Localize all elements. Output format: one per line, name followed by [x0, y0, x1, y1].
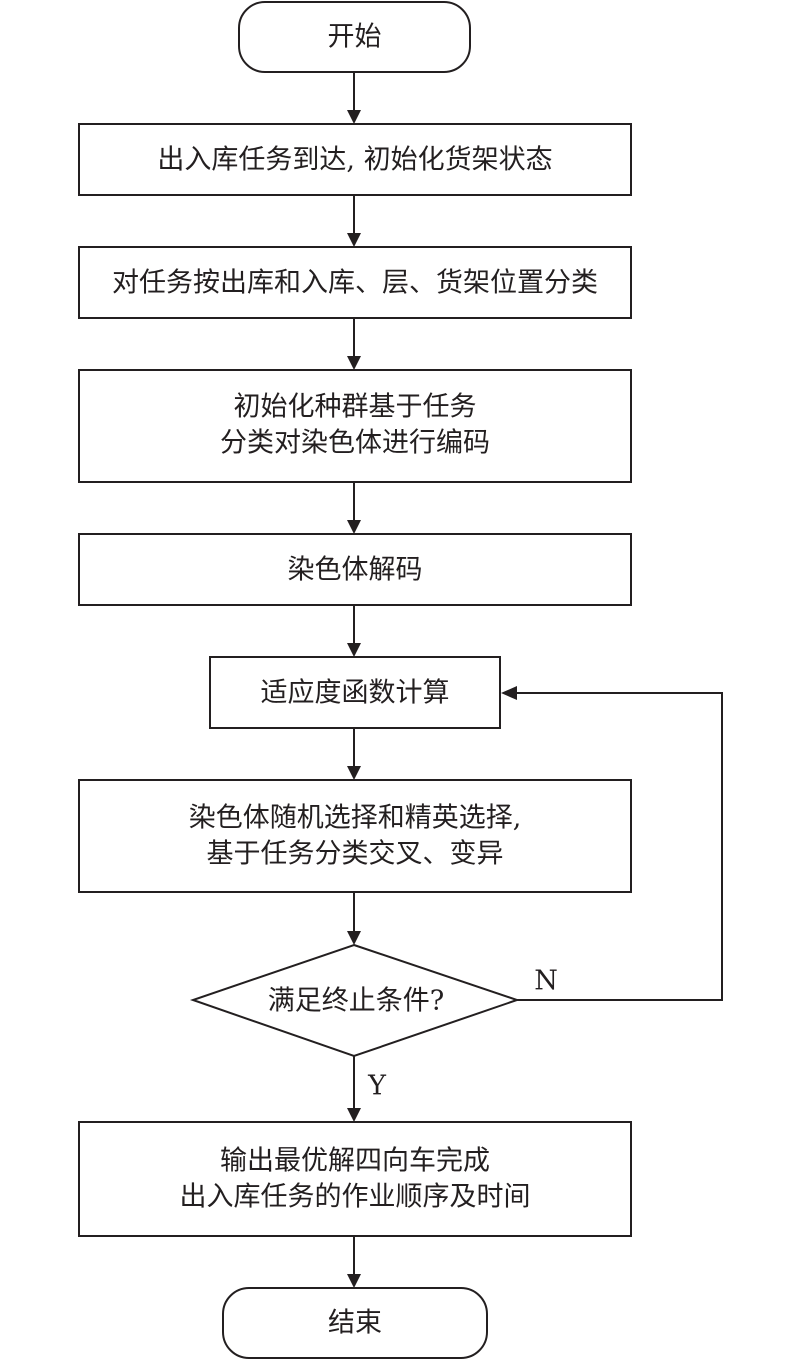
process-label-init-population-line2: 分类对染色体进行编码 [220, 428, 490, 459]
arrowhead-step4-step5 [347, 643, 361, 657]
arrowhead-start-step1 [347, 110, 361, 124]
process-label-init-population-line1: 初始化种群基于任务 [234, 392, 477, 423]
process-box-selection [78, 779, 632, 893]
arrowhead-feedback [501, 686, 517, 700]
arrowhead-step6-decision [347, 931, 361, 945]
no-branch-label: N [534, 966, 558, 997]
process-box-decode [78, 533, 632, 606]
process-label-output-line2: 出入库任务的作业顺序及时间 [180, 1182, 531, 1213]
process-box-init-population [78, 369, 632, 483]
process-label-selection-line1: 染色体随机选择和精英选择, [189, 803, 522, 834]
process-box-fitness [209, 656, 501, 729]
arrowhead-step5-step6 [347, 766, 361, 780]
arrowhead-step1-step2 [347, 233, 361, 247]
process-label-task-classify: 对任务按出库和入库、层、货架位置分类 [112, 268, 598, 299]
process-box-task-arrival [78, 123, 632, 196]
process-label-fitness: 适应度函数计算 [261, 678, 450, 709]
arrowhead-decision-step7 [347, 1108, 361, 1122]
process-label-output-line1: 输出最优解四向车完成 [220, 1146, 490, 1177]
process-label-selection-line2: 基于任务分类交叉、变异 [207, 839, 504, 870]
arrowhead-step2-step3 [347, 356, 361, 370]
feedback-loop-line [514, 692, 723, 1001]
decision-label: 满足终止条件? [268, 986, 444, 1017]
yes-branch-label: Y [367, 1071, 387, 1102]
arrowhead-step7-end [347, 1274, 361, 1288]
arrowhead-step3-step4 [347, 520, 361, 534]
end-terminal [222, 1287, 488, 1359]
end-label: 结束 [328, 1308, 382, 1339]
process-label-task-arrival: 出入库任务到达, 初始化货架状态 [157, 145, 552, 176]
process-label-decode: 染色体解码 [288, 555, 423, 586]
process-box-output [78, 1121, 632, 1237]
start-label: 开始 [328, 22, 382, 53]
